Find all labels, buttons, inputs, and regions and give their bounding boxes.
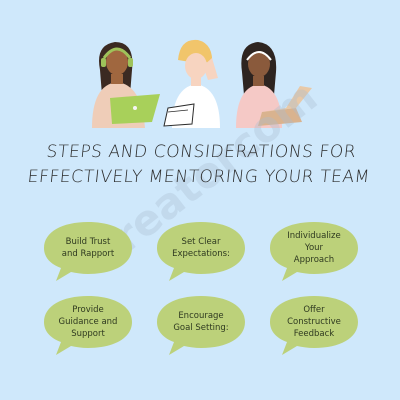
page-title: Steps and Considerations for Effectively… xyxy=(0,140,400,190)
bubble-text: Offer Constructive Feedback xyxy=(287,305,341,339)
bubble-text: Set Clear Expectations: xyxy=(172,237,230,259)
title-line-1: Steps and Considerations for xyxy=(45,142,358,162)
bubble-text: Encourage Goal Setting: xyxy=(173,311,229,333)
bubble-set-expectations: Set Clear Expectations: xyxy=(155,220,247,282)
figure-phone-woman xyxy=(163,39,220,128)
bubble-feedback: Offer Constructive Feedback xyxy=(268,294,360,356)
title-line-2: Effectively Mentoring Your Team xyxy=(26,167,371,187)
bubble-individualize: Individualize Your Approach xyxy=(268,220,360,282)
bubble-goal-setting: Encourage Goal Setting: xyxy=(155,294,247,356)
bubble-text: Provide Guidance and Support xyxy=(58,305,118,339)
figure-headset-woman xyxy=(236,42,312,128)
team-illustration xyxy=(92,39,312,128)
bubble-text: Build Trust and Rapport xyxy=(61,237,115,259)
bubble-build-trust: Build Trust and Rapport xyxy=(42,220,134,282)
tan-laptop xyxy=(262,86,312,112)
bubble-text: Individualize Your Approach xyxy=(287,231,341,265)
figure-headphones-woman xyxy=(92,42,160,128)
bubble-provide-guidance: Provide Guidance and Support xyxy=(42,294,134,356)
